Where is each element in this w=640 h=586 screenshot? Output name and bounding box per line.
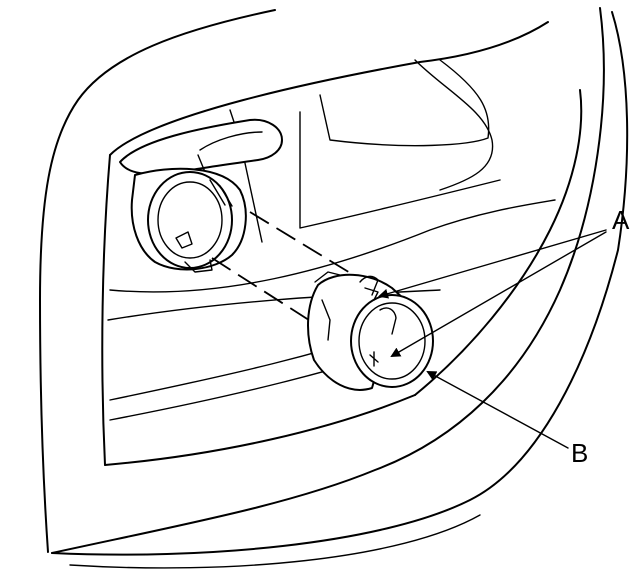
dashboard-panel [39, 7, 629, 569]
socket-housing [130, 167, 247, 273]
socket-lid [119, 118, 283, 176]
callout-label-a: A [612, 205, 630, 235]
console-recess [101, 21, 583, 466]
accessory-socket [307, 271, 434, 391]
callout-leaders [378, 229, 607, 449]
callout-label-b: B [571, 438, 588, 468]
